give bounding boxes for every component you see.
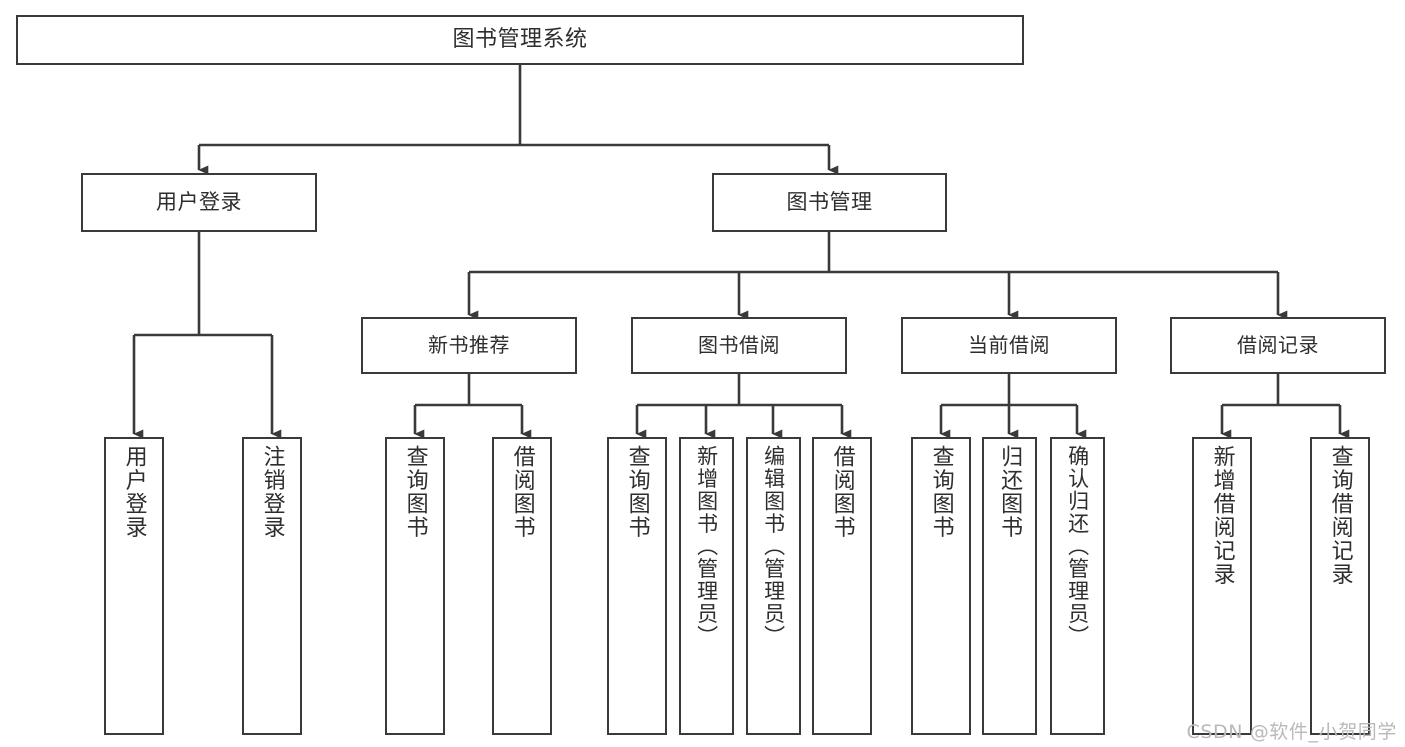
node-label: 图书管理系统 [452,27,588,53]
leaf-add-borrow-record[interactable]: 新增借阅记录 [1192,437,1252,735]
leaf-query-borrow-record[interactable]: 查询借阅记录 [1310,437,1370,735]
leaf-query-book-borrow[interactable]: 查询图书 [607,437,667,735]
leaf-query-book-recommend[interactable]: 查询图书 [385,437,445,735]
csdn-watermark: CSDN @软件_小贺同学 [1186,721,1397,743]
node-label: 查询图书 [624,445,650,539]
node-new-book-recommend[interactable]: 新书推荐 [361,317,577,374]
node-root-system[interactable]: 图书管理系统 [16,15,1024,65]
node-label: 借阅图书 [829,445,855,539]
node-label: 新书推荐 [428,332,510,357]
leaf-logout-login[interactable]: 注销登录 [242,437,302,735]
node-label: 查询图书 [928,445,954,539]
node-label: 注销登录 [259,445,285,539]
node-label: 图书管理 [786,190,873,215]
leaf-user-login[interactable]: 用户登录 [104,437,164,735]
leaf-borrow-book-recommend[interactable]: 借阅图书 [492,437,552,735]
node-label: 新增借阅记录 [1209,445,1235,586]
node-label: 借阅记录 [1237,332,1319,357]
node-label: 编辑图书（管理员） [761,445,786,648]
leaf-borrow-book[interactable]: 借阅图书 [812,437,872,735]
node-label: 归还图书 [997,445,1023,539]
leaf-confirm-return-admin[interactable]: 确认归还（管理员） [1050,437,1105,735]
leaf-edit-book-admin[interactable]: 编辑图书（管理员） [746,437,801,735]
node-label: 查询借阅记录 [1327,445,1353,586]
node-label: 新增图书（管理员） [694,445,719,648]
node-label: 用户登录 [156,190,242,215]
node-label: 查询图书 [402,445,428,539]
node-user-login[interactable]: 用户登录 [81,173,317,232]
node-label: 借阅图书 [509,445,535,539]
node-label: 图书借阅 [698,332,780,357]
node-label: 用户登录 [121,445,147,539]
node-label: 当前借阅 [968,332,1050,357]
node-current-borrow[interactable]: 当前借阅 [901,317,1117,374]
leaf-add-book-admin[interactable]: 新增图书（管理员） [679,437,734,735]
node-borrow-record[interactable]: 借阅记录 [1170,317,1386,374]
leaf-return-book[interactable]: 归还图书 [982,437,1037,735]
node-label: 确认归还（管理员） [1065,445,1090,648]
node-book-management[interactable]: 图书管理 [712,173,947,232]
leaf-query-book-current[interactable]: 查询图书 [911,437,971,735]
node-book-borrow[interactable]: 图书借阅 [631,317,847,374]
